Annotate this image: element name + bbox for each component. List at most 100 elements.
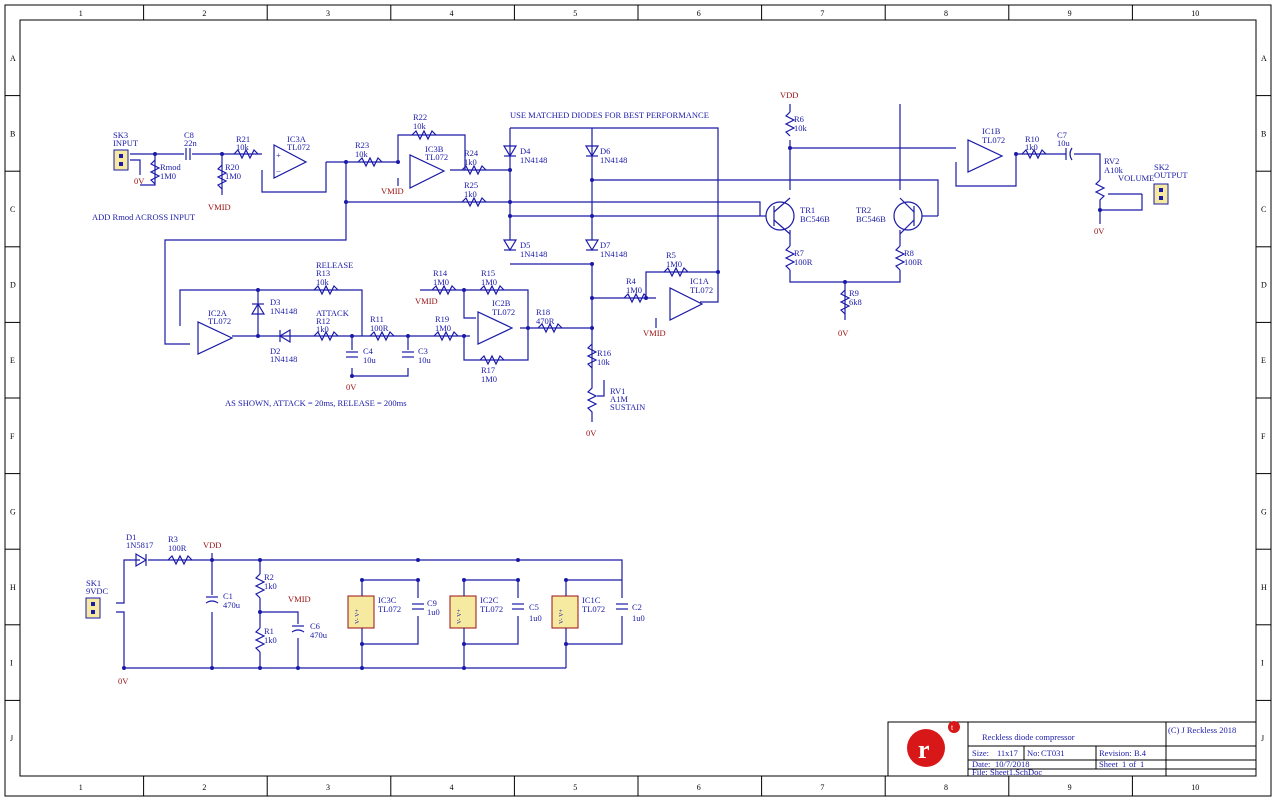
- zone-column-label-top: 7: [820, 9, 824, 18]
- junction-dot: [350, 374, 354, 378]
- zone-column-label-bottom: 5: [573, 783, 577, 792]
- zone-row-label-right: F: [1261, 432, 1266, 441]
- resistor-r6: R6 10k: [784, 111, 808, 137]
- resistor-rmod: Rmod 1M0: [149, 159, 182, 185]
- junction-dot: [590, 178, 594, 182]
- junction-dot: [220, 152, 224, 156]
- transistor-tr1: TR1 BC546B: [765, 197, 830, 235]
- r1-ref: R1: [264, 626, 274, 636]
- r21-ref: R21: [236, 134, 250, 144]
- r23-value: 10k: [355, 149, 369, 159]
- pot-rv1: RV1 A1M SUSTAIN: [586, 380, 645, 422]
- resistor-r4: R4 1M0: [623, 276, 649, 304]
- ic2c-part: TL072: [480, 604, 503, 614]
- r9-ref: R9: [849, 288, 859, 298]
- r22-value: 10k: [413, 121, 427, 131]
- diode-d2: D2 1N4148: [270, 328, 297, 364]
- zone-row-label-left: A: [10, 54, 16, 63]
- r4-value: 1M0: [626, 285, 642, 295]
- r19-ref: R19: [435, 314, 449, 324]
- r4-ref: R4: [626, 276, 637, 286]
- rv2-value: A10k: [1104, 165, 1124, 175]
- zone-row-label-right: G: [1261, 507, 1267, 516]
- ic3b-ref: IC3B: [425, 144, 444, 154]
- d1-part: 1N5817: [126, 540, 153, 550]
- r11-ref: R11: [370, 314, 384, 324]
- r16-value: 10k: [597, 357, 611, 367]
- junction-dot: [256, 288, 260, 292]
- zone-row-label-left: G: [10, 507, 16, 516]
- sk2-name: OUTPUT: [1154, 170, 1188, 180]
- c7-ref: C7: [1057, 130, 1067, 140]
- r17-ref: R17: [481, 365, 495, 375]
- r9-value: 6k8: [849, 297, 862, 307]
- tb-revision-label: Revision:: [1099, 748, 1132, 758]
- junction-dot: [258, 666, 262, 670]
- d4-ref: D4: [520, 146, 531, 156]
- r2-value: 1k0: [264, 581, 277, 591]
- sk1-name: 9VDC: [86, 586, 109, 596]
- c5-value: 1u0: [529, 613, 542, 623]
- c1-value: 470u: [223, 600, 241, 610]
- resistor-r23: R23 10k: [355, 140, 383, 168]
- r25-ref: R25: [464, 180, 478, 190]
- resistor-r19: R19 1M0: [433, 314, 459, 342]
- r24-value: 1k0: [464, 157, 477, 167]
- c9-value: 1u0: [427, 607, 440, 617]
- sk1-ref: SK1: [86, 578, 101, 588]
- zone-row-label-right: H: [1261, 583, 1267, 592]
- connector-sk2: SK2 OUTPUT: [1153, 162, 1188, 205]
- zone-row-label-left: C: [10, 205, 15, 214]
- junction-dot: [516, 578, 520, 582]
- junction-dot: [122, 666, 126, 670]
- junction-dot: [843, 280, 847, 284]
- tb-sheet-value: 1: [1122, 759, 1126, 769]
- opamp-ic1a: IC1A TL072: [669, 276, 713, 321]
- sk3-ref: SK3: [113, 130, 128, 140]
- c6-ref: C6: [310, 621, 320, 631]
- d7-part: 1N4148: [600, 249, 627, 259]
- r5-ref: R5: [666, 250, 676, 260]
- connector-sk3: SK3 INPUT: [113, 130, 139, 171]
- sk2-ref: SK2: [1154, 162, 1169, 172]
- c3-ref: C3: [418, 346, 428, 356]
- connector-sk1: SK1 9VDC: [85, 578, 109, 619]
- resistor-r24: R24 1k0: [461, 148, 487, 176]
- wires: [116, 104, 1143, 669]
- zone-row-label-right: B: [1261, 129, 1266, 138]
- c9-ref: C9: [427, 598, 437, 608]
- junction-dot: [508, 214, 512, 218]
- r18-value: 470R: [536, 316, 555, 326]
- resistor-r22: R22 10k: [411, 112, 437, 141]
- zone-row-label-left: E: [10, 356, 15, 365]
- ic1a-part: TL072: [690, 285, 713, 295]
- r10-value: 1k0: [1025, 142, 1038, 152]
- r7-value: 100R: [794, 257, 813, 267]
- r3-ref: R3: [168, 534, 178, 544]
- r19-value: 1M0: [435, 323, 451, 333]
- tr2-part: BC546B: [856, 214, 886, 224]
- diode-d6: D6 1N4148: [584, 145, 627, 165]
- gnd-rv2: 0V: [1094, 226, 1105, 236]
- r5-value: 1M0: [666, 259, 682, 269]
- r25-value: 1k0: [464, 189, 477, 199]
- junction-dot: [1098, 208, 1102, 212]
- capacitor-c9: C9 1u0: [412, 598, 440, 617]
- diode-d3: D3 1N4148: [250, 297, 297, 316]
- junction-dot: [416, 558, 420, 562]
- tb-copyright: (C) J Reckless 2018: [1168, 725, 1236, 735]
- zone-row-label-right: J: [1261, 734, 1264, 743]
- resistor-r18: R18 470R: [536, 307, 563, 334]
- zone-column-label-bottom: 3: [326, 783, 330, 792]
- r24-ref: R24: [464, 148, 479, 158]
- capacitor-c1: C1 470u: [205, 591, 241, 610]
- diode-d5: D5 1N4148: [502, 239, 547, 259]
- c8-value: 22n: [184, 138, 198, 148]
- r20-value: 1M0: [225, 171, 241, 181]
- resistor-r14: R14 1M0: [431, 268, 457, 296]
- r6-ref: R6: [794, 114, 804, 124]
- resistor-r16: R16 10k: [586, 343, 611, 369]
- note-rmod: ADD Rmod ACROSS INPUT: [92, 212, 196, 222]
- d3-ref: D3: [270, 297, 280, 307]
